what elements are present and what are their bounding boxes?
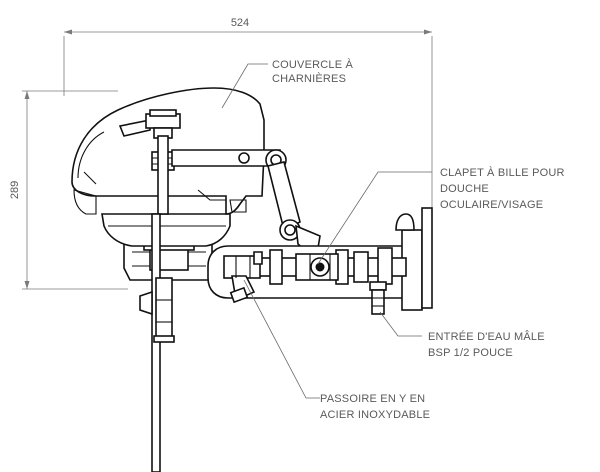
svg-text:COUVERCLE À CHARNIÈRES: COUVERCLE À CHARNIÈRES [272, 58, 356, 85]
callout-strainer-line2: ACIER INOXYDABLE [320, 409, 430, 421]
height-dimension-label: 289 [9, 181, 21, 199]
callout-lid-line1: COUVERCLE À [272, 58, 354, 71]
svg-text:PASSOIRE EN Y EN ACIER I: PASSOIRE EN Y EN ACIER INOXYDABLE [320, 393, 430, 421]
callout-strainer-line1: PASSOIRE EN Y EN [320, 393, 425, 405]
callout-lid: COUVERCLE À CHARNIÈRES [221, 58, 356, 109]
ball-valve [295, 253, 339, 281]
callout-ball-valve: CLAPET À BILLE POUR DOUCHE OCULAIRE/VISA… [317, 166, 568, 265]
valve-stem [157, 135, 169, 215]
eyewash-assembly [71, 87, 433, 472]
linkage-arm-horizontal [171, 149, 281, 167]
callout-ball-valve-line3: OCULAIRE/VISAGE [440, 199, 543, 211]
callout-water-inlet-line2: BSP 1/2 POUCE [428, 347, 513, 359]
callout-strainer: PASSOIRE EN Y EN ACIER INOXYDABLE [243, 279, 430, 421]
svg-text:CLAPET À BILLE POUR DOUC: CLAPET À BILLE POUR DOUCHE OCULAIRE/VISA… [440, 166, 568, 211]
y-strainer [223, 251, 263, 304]
callout-water-inlet-line1: ENTRÉE D'EAU MÂLE [428, 330, 545, 343]
svg-text:ENTRÉE D'EAU MÂLE BSP 1/: ENTRÉE D'EAU MÂLE BSP 1/2 POUCE [428, 330, 548, 359]
water-inlet-fitting [369, 281, 387, 315]
callout-ball-valve-line2: DOUCHE [440, 183, 489, 195]
height-dimension: 289 [9, 90, 128, 290]
callout-lid-line2: CHARNIÈRES [272, 72, 346, 85]
callout-water-inlet: ENTRÉE D'EAU MÂLE BSP 1/2 POUCE [379, 311, 548, 359]
linkage-arm-diagonal [267, 161, 301, 232]
bowl [101, 213, 231, 247]
pull-rod [151, 213, 161, 472]
width-dimension-label: 524 [231, 17, 249, 29]
width-dimension: 524 [63, 17, 433, 208]
lid-handle [118, 119, 151, 137]
callout-ball-valve-line1: CLAPET À BILLE POUR [440, 166, 565, 179]
